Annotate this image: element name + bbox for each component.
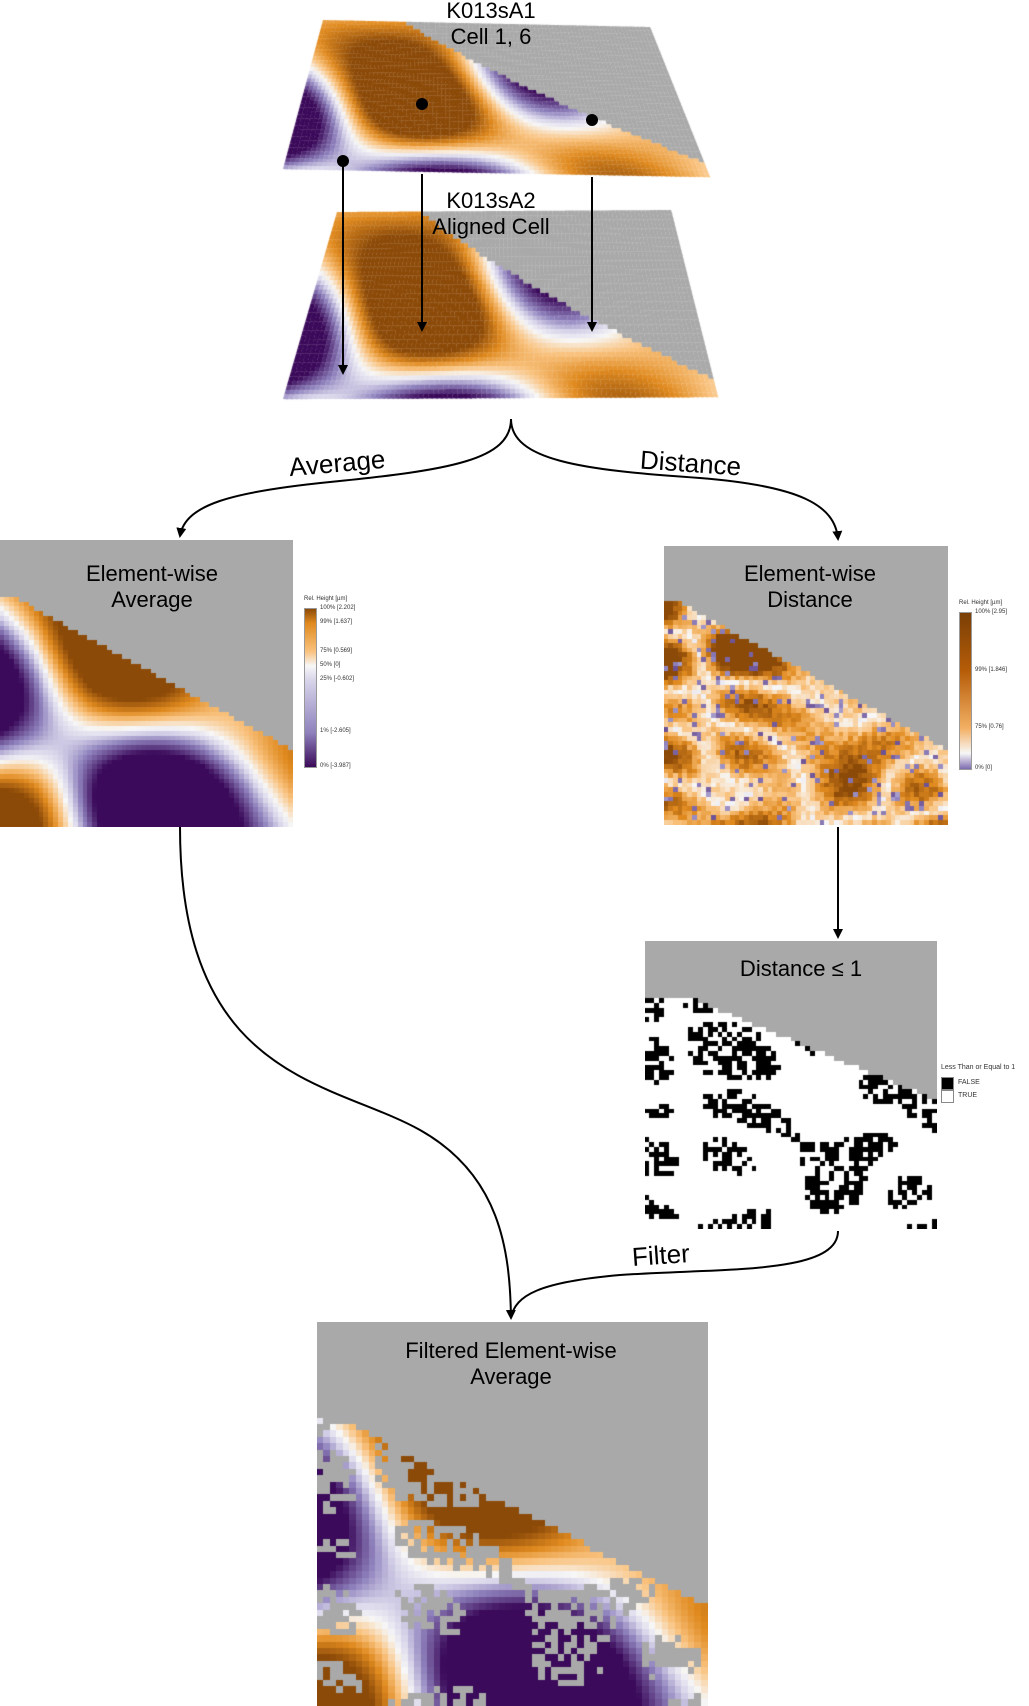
average-to-filter-arrow <box>179 826 516 1320</box>
legend-tick-label: 100% [2.202] <box>320 605 356 611</box>
legend-tick-label: 50% [0] <box>320 661 341 668</box>
legend-tick-label: 99% [1.846] <box>975 666 1008 673</box>
legend-title: Rel. Height [µm] <box>304 596 348 602</box>
filter-arrow <box>510 1230 839 1319</box>
legend-tick-label: 0% [0] <box>975 765 993 771</box>
average-branch-arrow <box>176 418 512 538</box>
legend-tick-label: 25% [-0.602] <box>320 676 355 683</box>
title-line: K013sA1 <box>446 0 536 23</box>
legend-tick-label: 100% [2.95] <box>975 609 1008 615</box>
legend-swatch-true <box>941 1090 954 1103</box>
legend-tick-label: 99% [1.637] <box>320 619 353 626</box>
legend-label: TRUE <box>958 1092 978 1099</box>
filtered-average-heatmap <box>317 1322 708 1706</box>
legend-tick-label: 75% [0.76] <box>975 724 1004 731</box>
title-line: Filtered Element-wise <box>405 1338 617 1363</box>
distance-branch-arrow <box>510 418 843 541</box>
title-line: Element-wise <box>85 561 219 586</box>
title-line: K013sA2 <box>446 188 536 213</box>
legend-colorbar <box>959 612 972 770</box>
title-line: Average <box>470 1364 552 1389</box>
title-line: Average <box>111 587 193 612</box>
legend-title: Less Than or Equal to 1 <box>941 1064 1016 1071</box>
legend-swatch-false <box>941 1077 954 1090</box>
title-line: Element-wise <box>743 561 877 586</box>
legend-tick-label: 1% [-2.605] <box>320 728 351 735</box>
legend-label: FALSE <box>958 1079 980 1086</box>
distance-heatmap <box>664 546 948 825</box>
legend-title: Rel. Height [µm] <box>959 600 1003 606</box>
threshold-map <box>645 941 937 1229</box>
title-line: Aligned Cell <box>432 214 550 239</box>
legend-tick-label: 0% [-3.987] <box>320 763 351 769</box>
legend-tick-label: 75% [0.569] <box>320 647 353 654</box>
threshold-map-title: Distance ≤ 1 <box>739 956 863 981</box>
filter-label: Filter <box>630 1238 691 1272</box>
title-line: Cell 1, 6 <box>450 24 532 49</box>
legend-colorbar <box>304 608 317 768</box>
average-heatmap <box>0 540 293 827</box>
cell-marker <box>586 114 598 126</box>
cell-marker <box>416 98 428 110</box>
cell-marker <box>337 155 349 167</box>
title-line: Distance <box>767 587 853 612</box>
